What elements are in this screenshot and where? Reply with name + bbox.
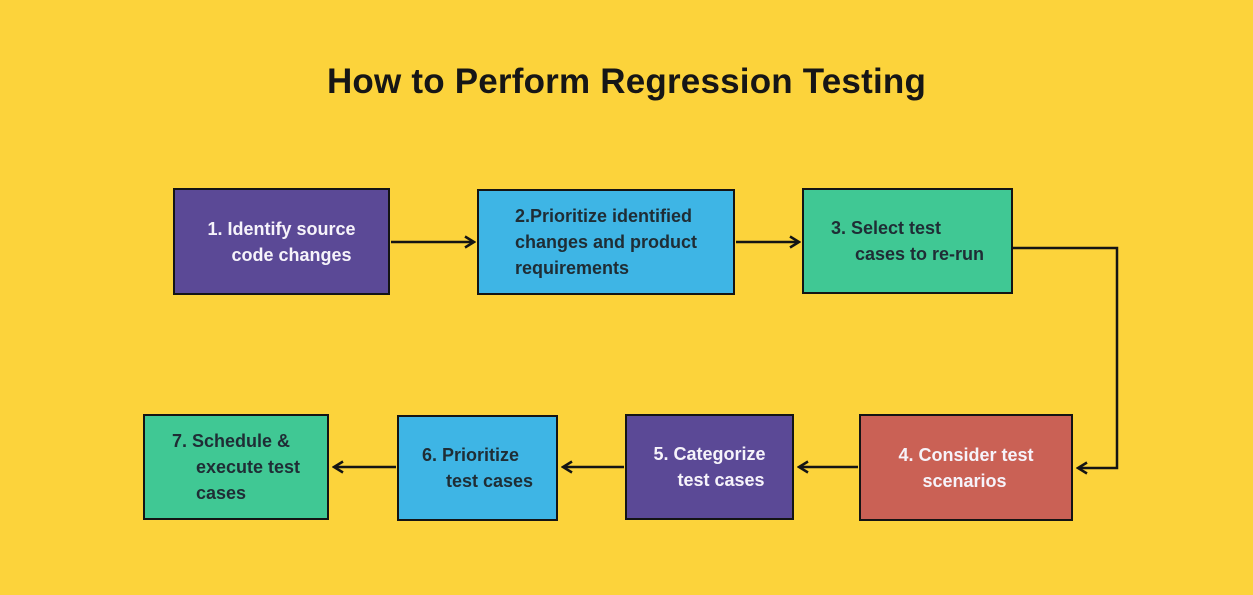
step-text-line: 3. Select test	[830, 218, 942, 238]
step-text-line: 1. Identify source	[207, 218, 356, 239]
step-text-line: 5. Categorize	[653, 444, 766, 464]
step-box-select-test-cases-to-re-run: 3. Select test cases to re-run	[802, 188, 1013, 294]
step-box-prioritize-identified-changes: 2.Prioritize identified changes and prod…	[477, 189, 735, 295]
step-text-line: execute test	[195, 457, 301, 477]
step-text-line: scenarios	[922, 470, 1007, 491]
step-box-schedule-execute-test-cases: 7. Schedule & execute test cases	[143, 414, 329, 520]
step-box-categorize-test-cases: 5. Categorize test cases	[625, 414, 794, 520]
page-title: How to Perform Regression Testing	[326, 62, 927, 101]
step-text-line: changes and product	[514, 232, 698, 252]
step-text-line: code changes	[231, 244, 352, 265]
step-text-line: 6. Prioritize	[421, 445, 519, 465]
step-text-line: test cases	[677, 470, 765, 490]
step-text-line: requirements	[514, 258, 630, 278]
step-text-line: cases to re-run	[854, 244, 985, 264]
step-box-consider-test-scenarios: 4. Consider test scenarios	[859, 414, 1073, 521]
step-box-identify-source-code-changes: 1. Identify source code changes	[173, 188, 390, 295]
step-text-line: test cases	[445, 471, 534, 491]
step-text-line: 2.Prioritize identified	[514, 206, 693, 226]
step-text-line: 7. Schedule &	[171, 431, 291, 451]
step-box-prioritize-test-cases: 6. Prioritize test cases	[397, 415, 558, 521]
step-text-line: cases	[195, 483, 247, 503]
step-text-line: 4. Consider test	[898, 444, 1034, 465]
